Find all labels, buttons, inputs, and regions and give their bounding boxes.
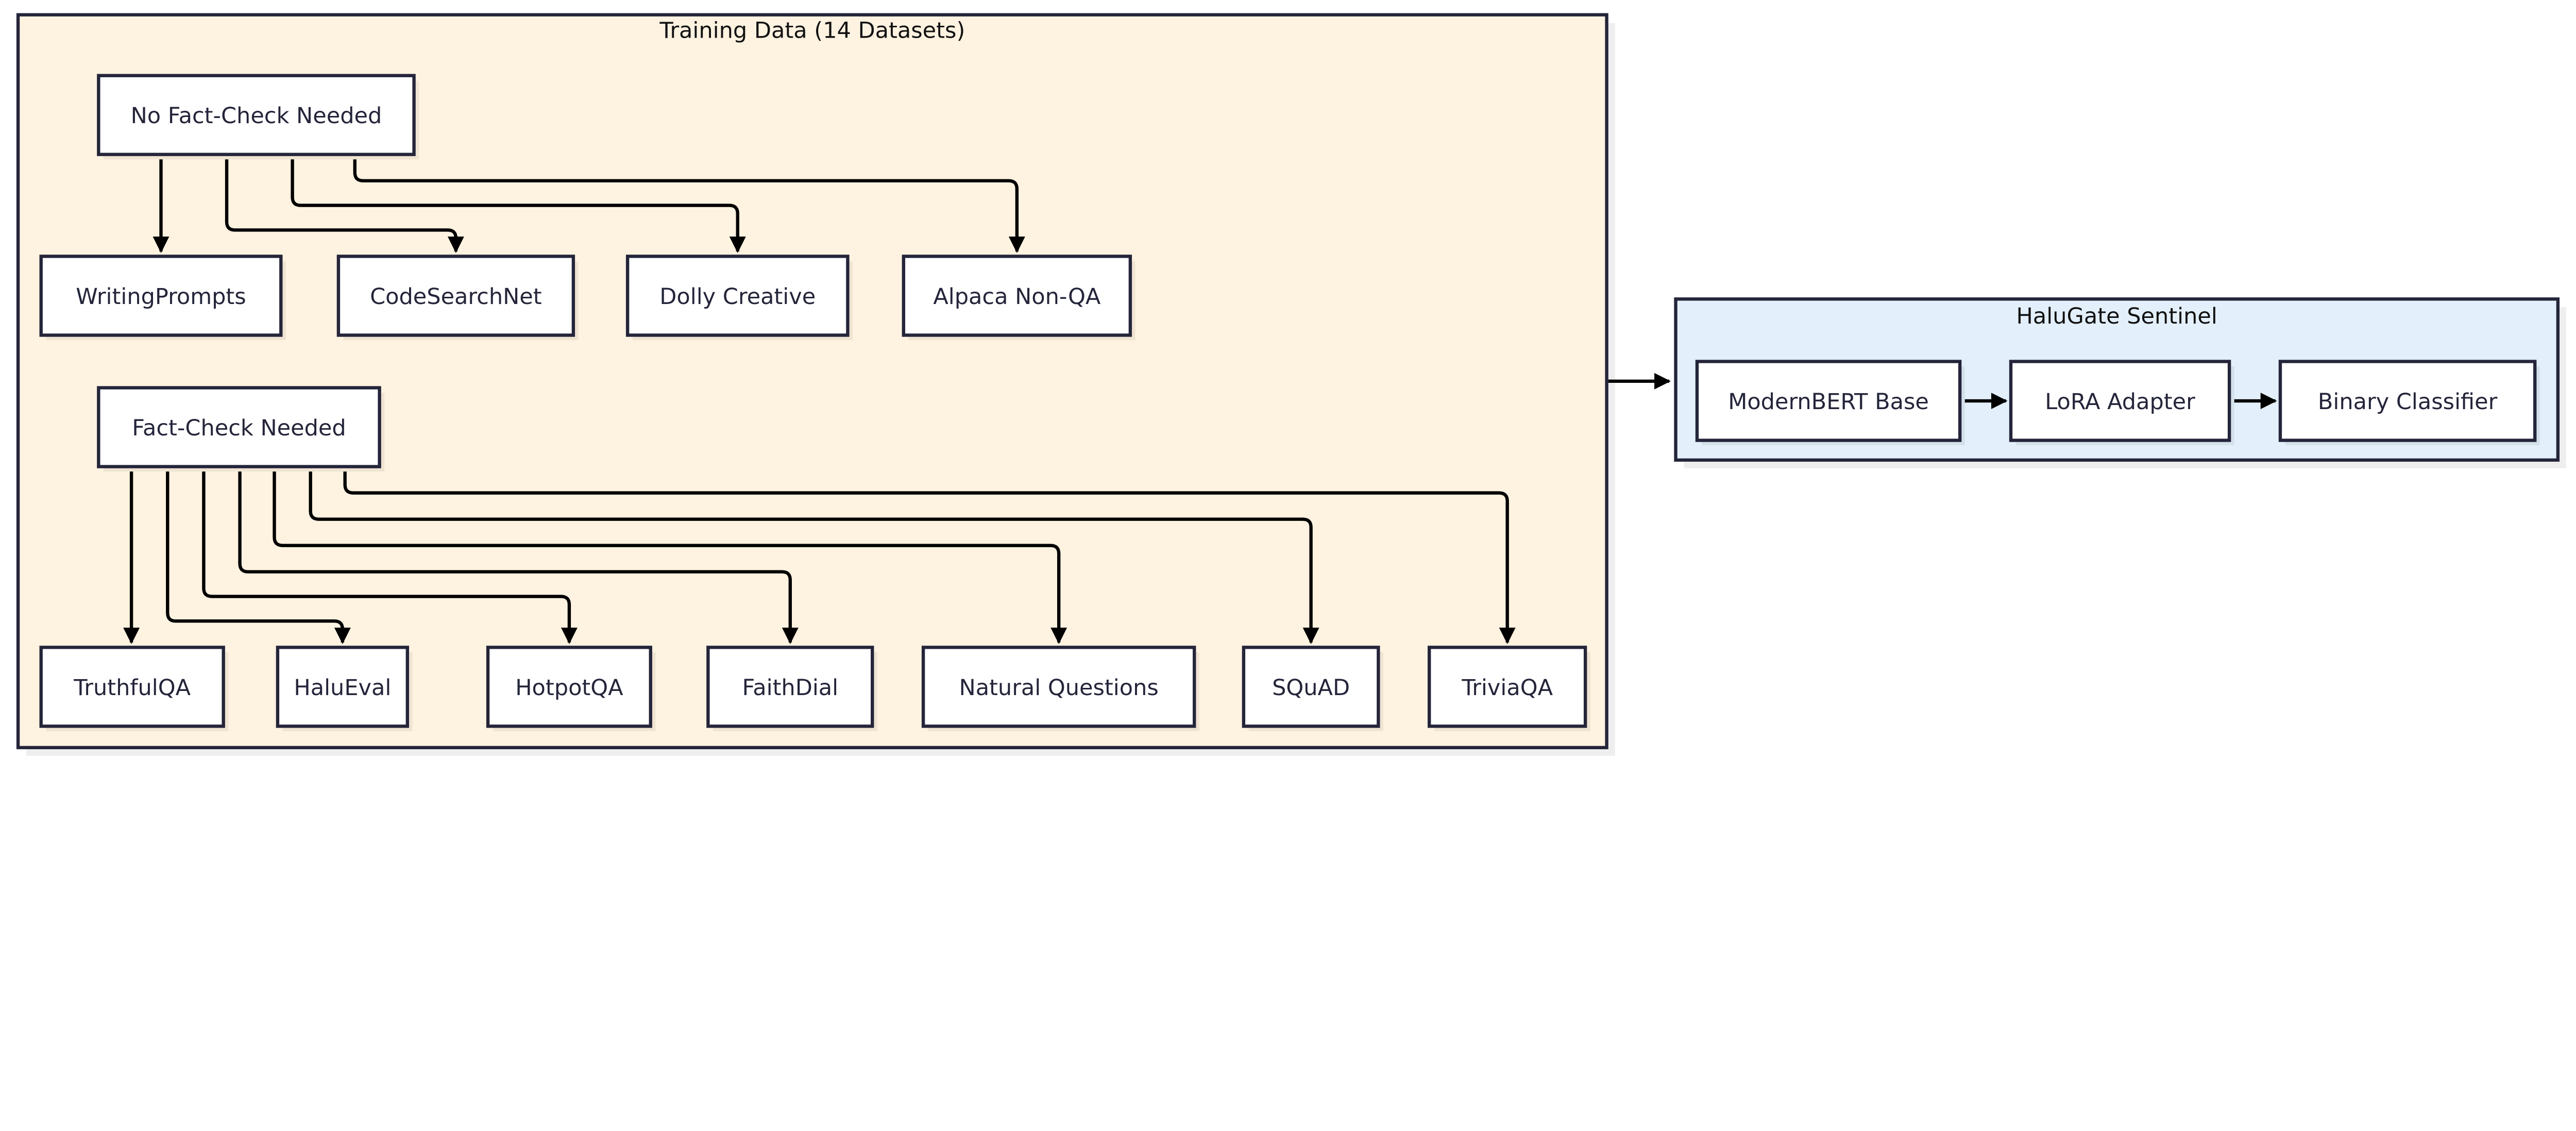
halugate-sentinel-group-title: HaluGate Sentinel	[2016, 303, 2217, 329]
node-no-fact-check-needed-label: No Fact-Check Needed	[131, 103, 382, 129]
node-dataset-hotpotqa-label: HotpotQA	[515, 675, 623, 701]
edge-fact-check-to-2	[202, 468, 578, 644]
node-no-fact-check-needed[interactable]: No Fact-Check Needed	[97, 74, 419, 160]
node-dataset-halueval-label: HaluEval	[294, 675, 391, 701]
node-dataset-codesearchnet[interactable]: CodeSearchNet	[336, 255, 579, 341]
node-dataset-codesearchnet-box	[336, 255, 575, 337]
node-dataset-hotpotqa-box	[486, 646, 652, 728]
node-dataset-triviaqa-box	[1428, 646, 1587, 728]
node-stage-modernbert-base-label: ModernBERT Base	[1728, 389, 1929, 415]
node-dataset-writingprompts-label: WritingPrompts	[76, 284, 246, 310]
node-stage-modernbert-base[interactable]: ModernBERT Base	[1695, 360, 1965, 446]
node-dataset-faithdial[interactable]: FaithDial	[706, 646, 877, 731]
node-dataset-squad-box	[1242, 646, 1380, 728]
node-dataset-dolly-creative[interactable]: Dolly Creative	[625, 255, 853, 341]
node-fact-check-needed-box	[97, 386, 381, 468]
node-stage-lora-adapter-label: LoRA Adapter	[2045, 389, 2195, 415]
node-stage-lora-adapter-box	[2009, 360, 2231, 442]
node-dataset-natural-questions[interactable]: Natural Questions	[921, 646, 1199, 731]
edge-fact-check-to-4	[273, 468, 1067, 644]
edge-no-fact-check-to-1	[225, 156, 464, 254]
node-dataset-hotpotqa[interactable]: HotpotQA	[486, 646, 656, 731]
node-dataset-dolly-creative-box	[625, 255, 850, 337]
node-no-fact-check-needed-box	[97, 74, 416, 156]
node-dataset-natural-questions-box	[921, 646, 1196, 728]
node-dataset-natural-questions-label: Natural Questions	[959, 675, 1159, 701]
node-dataset-codesearchnet-label: CodeSearchNet	[370, 284, 542, 310]
edge-no-fact-check-to-3	[353, 156, 1025, 254]
edge-fact-check-to-1	[166, 468, 351, 644]
training-data-group-title: Training Data (14 Datasets)	[659, 18, 965, 43]
node-dataset-alpaca-non-qa-box	[902, 255, 1132, 337]
node-dataset-writingprompts-box	[39, 255, 283, 337]
node-stage-binary-classifier-label: Binary Classifier	[2318, 389, 2498, 415]
node-dataset-squad-label: SQuAD	[1272, 675, 1350, 701]
node-dataset-dolly-creative-label: Dolly Creative	[659, 284, 816, 310]
node-stage-modernbert-base-box	[1695, 360, 1962, 442]
edge-fact-check-to-5	[309, 468, 1319, 644]
node-dataset-writingprompts[interactable]: WritingPrompts	[39, 255, 286, 341]
node-dataset-faithdial-box	[706, 646, 874, 728]
edge-no-fact-check-to-2	[291, 156, 746, 254]
node-dataset-halueval[interactable]: HaluEval	[276, 646, 413, 731]
node-fact-check-needed-label: Fact-Check Needed	[132, 415, 346, 441]
node-dataset-truthfulqa-label: TruthfulQA	[73, 675, 191, 701]
diagram: Training Data (14 Datasets) HaluGate Sent…	[16, 13, 2566, 756]
node-stage-binary-classifier[interactable]: Binary Classifier	[2278, 360, 2540, 446]
node-dataset-alpaca-non-qa[interactable]: Alpaca Non-QA	[902, 255, 1136, 341]
node-stage-lora-adapter[interactable]: LoRA Adapter	[2009, 360, 2234, 446]
node-dataset-halueval-box	[276, 646, 409, 728]
node-stage-binary-classifier-box	[2278, 360, 2537, 442]
edge-fact-check-to-3	[238, 468, 799, 644]
node-dataset-alpaca-non-qa-label: Alpaca Non-QA	[933, 284, 1101, 310]
node-dataset-triviaqa-label: TriviaQA	[1461, 675, 1553, 701]
node-dataset-truthfulqa[interactable]: TruthfulQA	[39, 646, 229, 731]
node-dataset-truthfulqa-box	[39, 646, 225, 728]
edge-fact-check-to-6	[343, 468, 1516, 644]
node-fact-check-needed[interactable]: Fact-Check Needed	[97, 386, 385, 472]
node-dataset-triviaqa[interactable]: TriviaQA	[1428, 646, 1590, 731]
node-dataset-faithdial-label: FaithDial	[742, 675, 838, 701]
node-dataset-squad[interactable]: SQuAD	[1242, 646, 1383, 731]
